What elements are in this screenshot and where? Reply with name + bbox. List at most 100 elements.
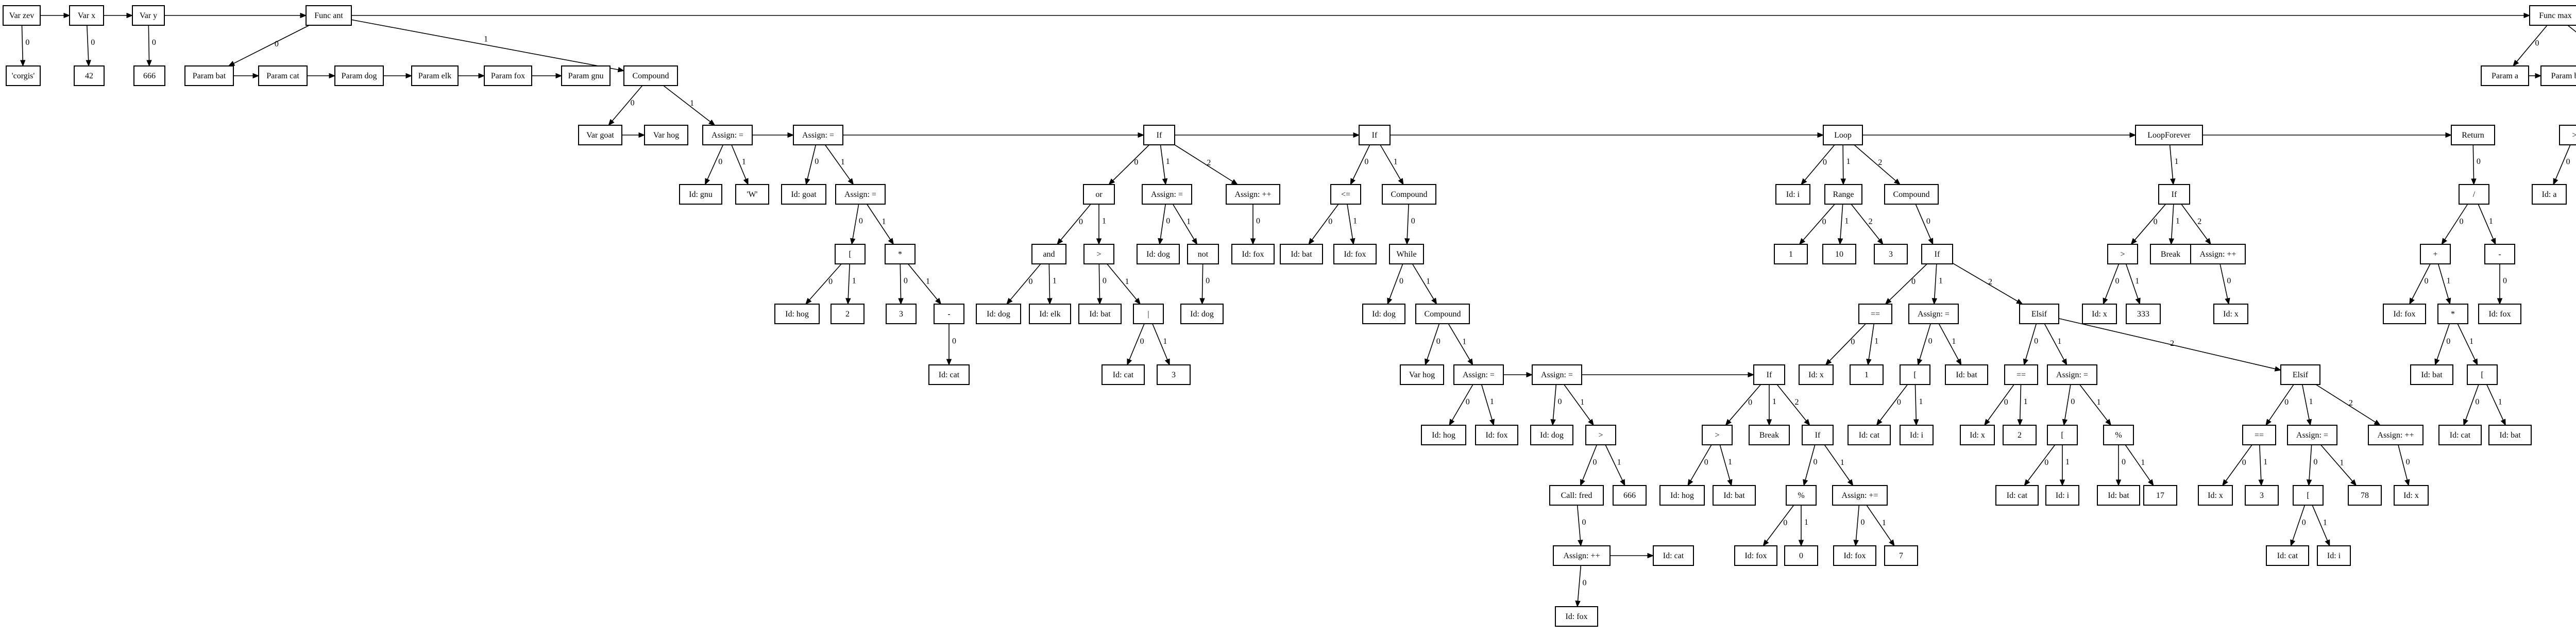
node-label: Id: a <box>2542 190 2557 199</box>
edge-n7-n8: 0 <box>228 25 310 66</box>
edge-label: 0 <box>1079 218 1083 226</box>
arrowhead <box>2434 358 2440 366</box>
arrowhead <box>1199 298 1205 305</box>
arrowhead <box>1047 298 1053 305</box>
node-box <box>1226 184 1280 205</box>
node-box <box>2451 125 2495 145</box>
tree-node: Id: i <box>2317 545 2351 566</box>
edge-n72-n73: 0 <box>1762 505 1794 547</box>
edge-n15-n16 <box>622 132 646 138</box>
edge-label: 0 <box>904 277 908 286</box>
edge-label: 0 <box>152 38 156 47</box>
node-label: - <box>947 310 950 319</box>
tree-node: Id: dog <box>976 304 1021 324</box>
arrowhead <box>2225 297 2230 305</box>
arrowhead <box>1847 479 1854 487</box>
edge-n85-n89: 1 <box>1931 263 1943 305</box>
node-label: Id: x <box>1970 431 1985 440</box>
arrowhead <box>1158 238 1163 245</box>
arrowhead <box>2306 419 2312 426</box>
tree-node: Param fox <box>484 65 532 86</box>
arrowhead <box>2374 420 2381 426</box>
arrowhead <box>2535 73 2542 79</box>
arrowhead <box>2147 479 2154 487</box>
tree-node: == <box>1858 304 1892 324</box>
edge-n55-n56: 0 <box>1449 384 1473 426</box>
node-box <box>2245 485 2279 506</box>
node-box <box>2410 364 2453 385</box>
edge-n84-n85: 0 <box>1915 204 1934 245</box>
edge-label: 0 <box>1928 337 1933 346</box>
tree-node: 17 <box>2143 485 2177 506</box>
node-box <box>781 184 826 205</box>
tree-node: Assign: = <box>1532 364 1582 385</box>
node-label: 333 <box>2137 310 2149 319</box>
edge-n133-n134: 0 <box>2497 264 2507 305</box>
node-label: Assign: = <box>2296 431 2328 440</box>
node-box <box>1330 184 1361 205</box>
arrowhead <box>1096 238 1102 245</box>
node-label: Id: fox <box>2393 310 2415 319</box>
edge-label: 1 <box>1426 277 1430 286</box>
edge-n71-n75: 1 <box>1824 444 1854 487</box>
edge-n109-n110: 0 <box>2306 444 2317 487</box>
node-box <box>1083 184 1115 205</box>
edge-n17-n19: 1 <box>731 144 749 186</box>
node-box <box>2082 304 2117 324</box>
node-box <box>2242 425 2276 445</box>
node-label: Elsif <box>2293 371 2309 379</box>
node-box <box>835 244 866 264</box>
edge-n8-n9 <box>233 73 260 79</box>
arrowhead <box>1620 479 1625 487</box>
arrowhead <box>708 119 716 126</box>
node-label: 10 <box>1835 250 1843 259</box>
node-box <box>1389 244 1424 264</box>
tree-node: 3 <box>2245 485 2279 506</box>
tree-node: Id: dog <box>1137 244 1180 264</box>
arrowhead <box>1889 539 1895 547</box>
arrowhead <box>1353 132 1360 138</box>
edge-n67-n68: 0 <box>1687 444 1712 487</box>
edge-n11-n12 <box>458 73 485 79</box>
node-box <box>1832 485 1888 506</box>
edge-n95-n96: 0 <box>1984 384 2014 426</box>
tree-node: Id: x <box>1799 364 1834 385</box>
edge-n31-n35: 1 <box>1096 204 1106 245</box>
edge-n89-n90: 0 <box>1917 323 1933 366</box>
edge-n55-n57: 1 <box>1481 384 1495 426</box>
edge-label: 0 <box>1206 277 1210 286</box>
arrowhead <box>1431 297 1437 305</box>
edge-label: 0 <box>1582 518 1586 527</box>
tree-node: + <box>2420 244 2451 264</box>
node-box <box>1921 244 1953 264</box>
node-box <box>2135 125 2203 145</box>
node-box <box>1799 364 1834 385</box>
node-box <box>623 65 678 86</box>
arrowhead <box>1575 600 1581 608</box>
node-label: Compound <box>1391 190 1427 199</box>
tree-node: 78 <box>2348 485 2382 506</box>
node-box <box>831 304 865 324</box>
arrowhead <box>2103 297 2108 305</box>
tree-node: If <box>1143 125 1175 145</box>
tree-node: Id: bat <box>1280 244 1323 264</box>
node-box <box>1786 485 1817 506</box>
tree-node: While <box>1389 244 1424 264</box>
node-box <box>1613 485 1647 506</box>
edge-n66-n70: 1 <box>1766 385 1776 426</box>
node-label: > <box>1598 431 1603 440</box>
arrowhead <box>86 60 91 67</box>
node-box <box>1359 125 1391 145</box>
arrowhead <box>2463 419 2468 426</box>
edge-n5-n6: 0 <box>146 25 156 67</box>
tree-node: not <box>1187 244 1219 264</box>
node-label: Id: bat <box>2108 491 2129 500</box>
arrowhead <box>1876 419 1883 426</box>
node-box <box>934 304 964 324</box>
edge-label: 1 <box>1844 217 1849 226</box>
node-box <box>1734 545 1777 566</box>
edge-n20-n30 <box>843 132 1145 138</box>
edge-label: 1 <box>2446 277 2450 286</box>
node-label: [ <box>849 250 851 259</box>
